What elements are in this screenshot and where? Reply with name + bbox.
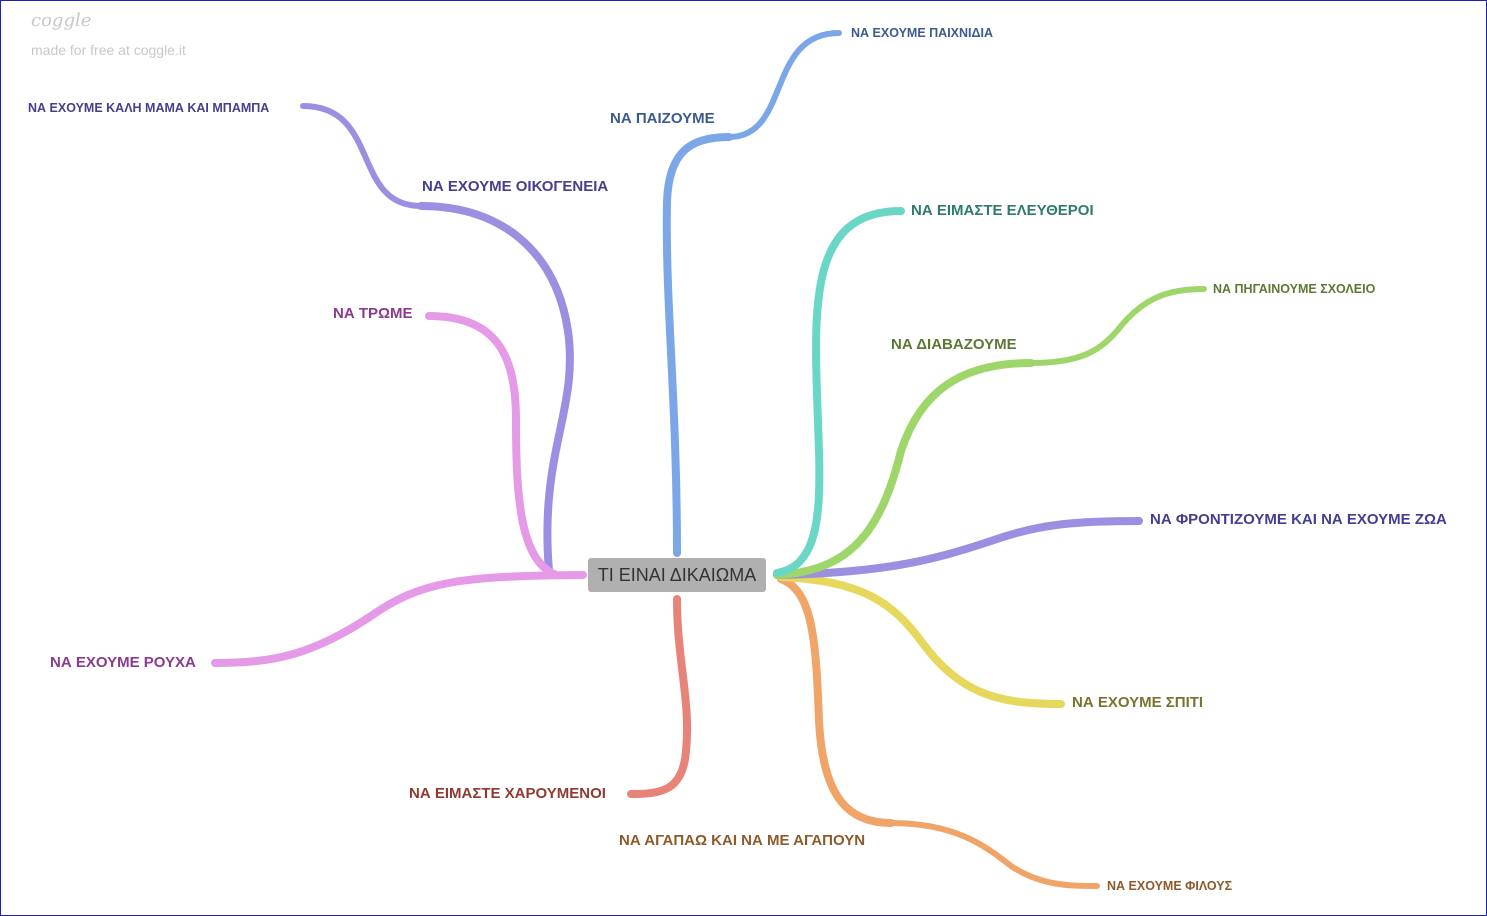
node-eat[interactable]: ΝΑ ΤΡΩΜΕ <box>333 305 413 322</box>
node-read[interactable]: ΝΑ ΔΙΑΒΑΖΟΥΜΕ <box>891 336 1017 353</box>
node-parents[interactable]: ΝΑ ΕΧΟΥΜΕ ΚΑΛΗ ΜΑΜΑ ΚΑΙ ΜΠΑΜΠΑ <box>28 101 270 115</box>
node-clothes[interactable]: ΝΑ ΕΧΟΥΜΕ ΡΟΥΧΑ <box>50 654 196 671</box>
coggle-logo: coggle <box>31 10 92 31</box>
credit-text[interactable]: made for free at coggle.it <box>31 42 186 58</box>
node-animals[interactable]: ΝΑ ΦΡΟΝΤΙΖΟΥΜΕ ΚΑΙ ΝΑ ΕΧΟΥΜΕ ΖΩΑ <box>1150 511 1447 528</box>
branch-happy <box>627 595 692 798</box>
node-friends[interactable]: ΝΑ ΕΧΟΥΜΕ ΦΙΛΟΥΣ <box>1107 879 1233 893</box>
central-node[interactable]: ΤΙ ΕΙΝΑΙ ΔΙΚΑΙΩΜΑ <box>588 558 766 592</box>
branch-toys <box>726 30 842 140</box>
node-toys[interactable]: ΝΑ ΕΧΟΥΜΕ ΠΑΙΧΝΙΔΙΑ <box>851 26 993 40</box>
node-free[interactable]: ΝΑ ΕΙΜΑΣΤΕ ΕΛΕΥΘΕΡΟΙ <box>911 202 1094 219</box>
node-love[interactable]: ΝΑ ΑΓΑΠΑΩ ΚΑΙ ΝΑ ΜΕ ΑΓΑΠΟΥΝ <box>619 832 866 849</box>
branch-eat <box>425 312 560 579</box>
central-node-label: ΤΙ ΕΙΝΑΙ ΔΙΚΑΙΩΜΑ <box>597 564 757 585</box>
node-family[interactable]: ΝΑ ΕΧΟΥΜΕ ΟΙΚΟΓΕΝΕΙΑ <box>422 178 609 195</box>
branch-house <box>777 573 1065 708</box>
branch-free <box>773 207 905 577</box>
branch-read <box>773 359 1035 579</box>
branch-family <box>417 202 574 575</box>
branch-parents <box>300 103 424 209</box>
branch-play <box>662 133 733 557</box>
branch-friends <box>888 820 1100 889</box>
branch-animals <box>773 517 1143 579</box>
branch-school <box>1028 286 1207 366</box>
branch-love <box>777 575 895 827</box>
node-happy[interactable]: ΝΑ ΕΙΜΑΣΤΕ ΧΑΡΟΥΜΕΝΟΙ <box>409 785 606 802</box>
node-play[interactable]: ΝΑ ΠΑΙΖΟΥΜΕ <box>610 110 715 127</box>
node-house[interactable]: ΝΑ ΕΧΟΥΜΕ ΣΠΙΤΙ <box>1072 694 1204 711</box>
branch-clothes <box>211 571 587 667</box>
node-school[interactable]: ΝΑ ΠΗΓΑΙΝΟΥΜΕ ΣΧΟΛΕΙΟ <box>1213 282 1376 296</box>
